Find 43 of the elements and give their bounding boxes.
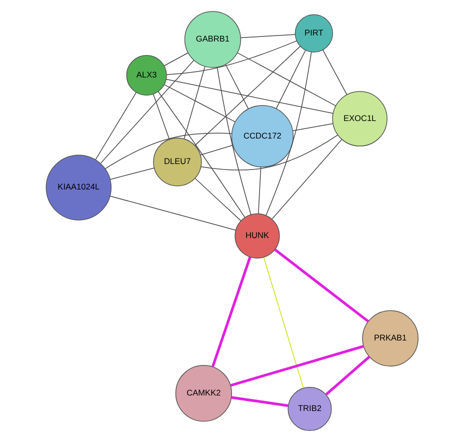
node-circle: CCDC172: [230, 105, 294, 168]
connector: [258, 166, 261, 214]
connector: [109, 196, 236, 230]
connector: [274, 248, 369, 323]
connector: [100, 60, 194, 164]
connector: [94, 92, 136, 160]
connector: [104, 132, 232, 170]
connector: [230, 344, 364, 387]
connector: [194, 178, 241, 222]
connector: [211, 256, 251, 368]
connector: [265, 52, 312, 216]
connector: [163, 52, 188, 66]
connector: [166, 40, 297, 75]
node-circle: DLEU7: [152, 138, 202, 186]
node-circle: KIAA1024L: [45, 154, 112, 220]
connector: [194, 46, 300, 146]
connector: [271, 139, 342, 220]
connector: [292, 123, 333, 132]
connector: [200, 134, 338, 170]
connector: [110, 168, 154, 180]
connector: [164, 84, 235, 122]
node-circle: HUNK: [234, 213, 280, 258]
node-circle: ALX3: [126, 55, 166, 96]
connector: [230, 396, 288, 408]
connector: [224, 64, 248, 110]
connector: [183, 66, 205, 140]
node-circle: EXOC1L: [332, 91, 387, 146]
connector: [240, 34, 296, 38]
node-circle: CAMKK2: [174, 365, 232, 422]
node-circle: PIRT: [294, 14, 332, 52]
connector: [236, 52, 336, 106]
connector: [275, 50, 306, 109]
connector: [157, 91, 245, 218]
connector: [165, 78, 333, 114]
node-circle: PRKAB1: [362, 310, 418, 367]
node-circle: TRIB2: [287, 386, 332, 431]
connector: [324, 356, 370, 396]
connector: [262, 257, 304, 388]
connector: [152, 94, 170, 140]
connector: [216, 67, 251, 215]
connector: [200, 144, 233, 156]
node-circle: GABRB1: [184, 11, 241, 68]
connector: [322, 49, 347, 95]
